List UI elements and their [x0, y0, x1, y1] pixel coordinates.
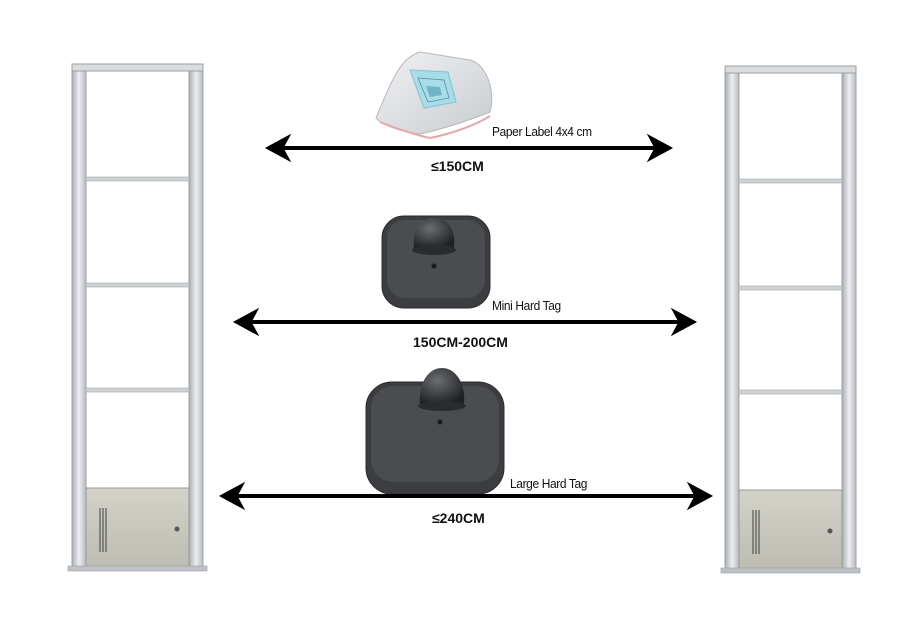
- mini-hard-tag-image: [381, 215, 491, 309]
- vent-slots-icon: [752, 510, 760, 554]
- large-range-arrow: [218, 481, 714, 511]
- paper-label-caption: Paper Label 4x4 cm: [492, 124, 592, 139]
- vent-slots-icon: [99, 508, 107, 552]
- large-range-label: ≤240CM: [432, 510, 485, 526]
- paper-range-label: ≤150CM: [431, 158, 484, 174]
- right-antenna-pedestal: [720, 65, 861, 574]
- lock-icon: [827, 528, 833, 534]
- paper-label-image: [375, 51, 493, 140]
- paper-range-arrow: [264, 133, 674, 163]
- left-antenna-pedestal: [67, 63, 208, 572]
- large-hard-tag-image: [365, 368, 505, 495]
- large-hard-tag-caption: Large Hard Tag: [510, 476, 588, 491]
- mini-range-arrow: [232, 307, 698, 337]
- mini-range-label: 150CM-200CM: [413, 334, 508, 350]
- mini-hard-tag-caption: Mini Hard Tag: [492, 298, 561, 313]
- lock-icon: [174, 526, 180, 532]
